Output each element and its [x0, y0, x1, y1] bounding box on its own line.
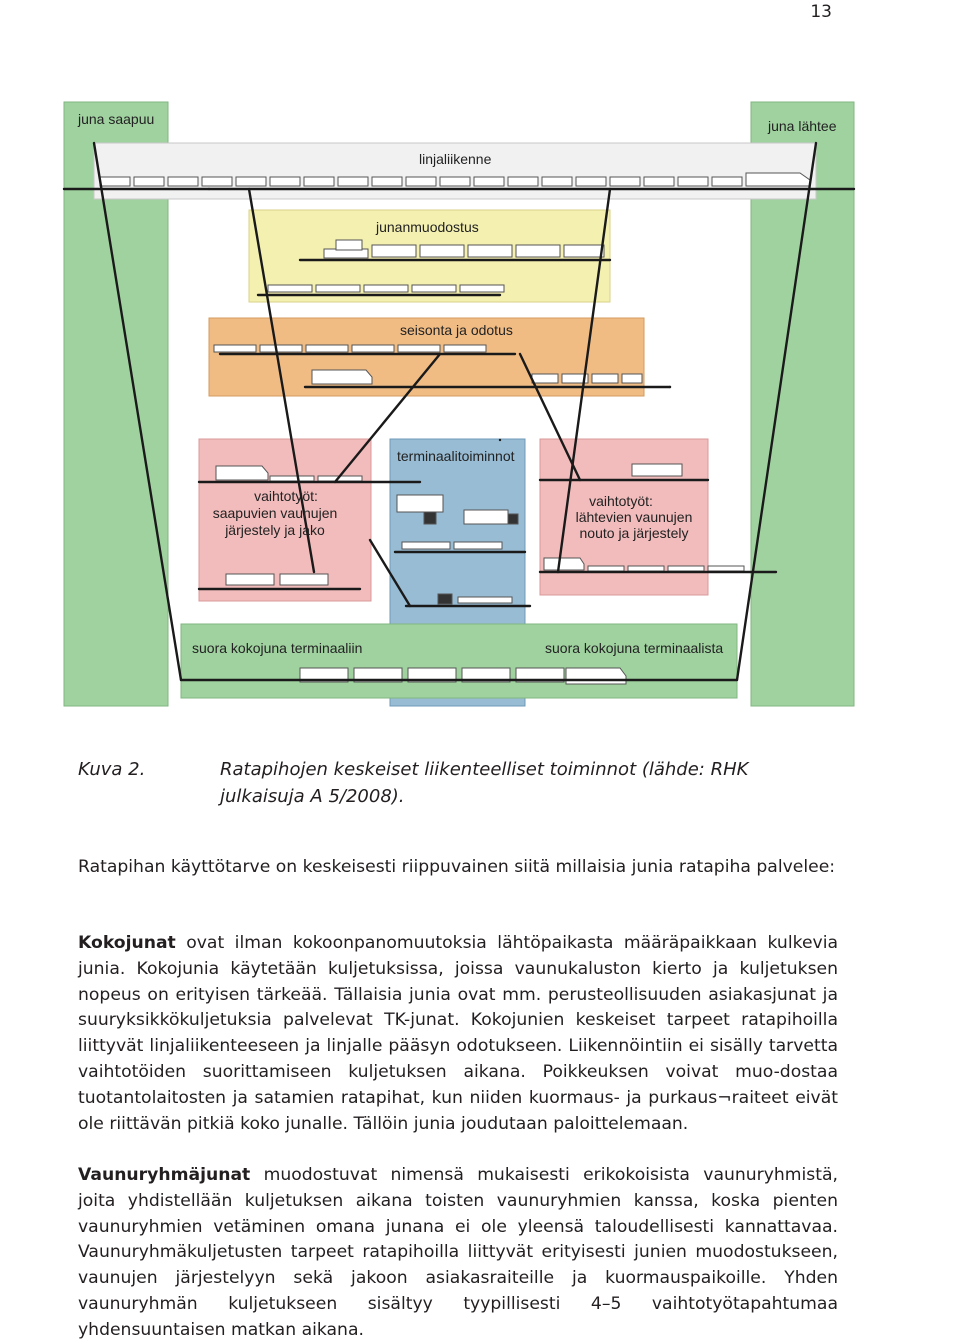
label-line-traffic: linjaliikenne — [419, 151, 492, 167]
label-terminal: terminaalitoiminnot — [397, 448, 515, 464]
label-depart: juna lähtee — [767, 118, 837, 134]
label-shunting-out-2: lähtevien vaunujen — [576, 509, 693, 525]
tracks — [62, 141, 856, 682]
label-direct-out: suora kokojuna terminaalista — [545, 640, 723, 656]
wagons — [99, 172, 811, 685]
term-kokojunat: Kokojunat — [78, 933, 176, 953]
paragraph-intro: Ratapihan käyttötarve on keskeisesti rii… — [78, 857, 836, 877]
zone-arrive — [63, 101, 169, 707]
label-shunting-out-3: nouto ja järjestely — [580, 525, 689, 541]
label-train-formation: junanmuodostus — [375, 219, 479, 235]
zone-depart — [750, 101, 855, 707]
term-vaunuryhmajunat: Vaunuryhmäjunat — [78, 1165, 251, 1185]
label-arrive: juna saapuu — [77, 111, 154, 127]
label-shunting-in-2: saapuvien vaunujen — [213, 505, 338, 521]
paragraph-kokojunat: Kokojunat ovat ilman kokoonpanomuutoksia… — [78, 931, 838, 1137]
label-shunting-out-1: vaihtotyöt: — [589, 493, 653, 509]
paragraph-vaunuryhmajunat-text: muodostuvat nimensä mukaisesti erikokois… — [78, 1165, 838, 1340]
page-number: 13 — [810, 2, 832, 22]
caption-text: Ratapihojen keskeiset liikenteelliset to… — [220, 759, 749, 807]
paragraph-vaunuryhmajunat: Vaunuryhmäjunat muodostuvat nimensä muka… — [78, 1163, 838, 1344]
caption-number: Kuva 2. — [78, 759, 146, 780]
rail-yard-diagram: juna saapuu juna lähtee linjaliikenne ju… — [62, 101, 856, 707]
label-standing: seisonta ja odotus — [400, 322, 513, 338]
label-shunting-in-3: järjestely ja jako — [224, 522, 325, 538]
paragraph-kokojunat-text: ovat ilman kokoonpanomuutoksia lähtöpaik… — [78, 933, 838, 1134]
zone-direct-trains — [180, 623, 738, 699]
label-direct-in: suora kokojuna terminaaliin — [192, 640, 362, 656]
label-shunting-in-1: vaihtotyöt: — [254, 488, 318, 504]
